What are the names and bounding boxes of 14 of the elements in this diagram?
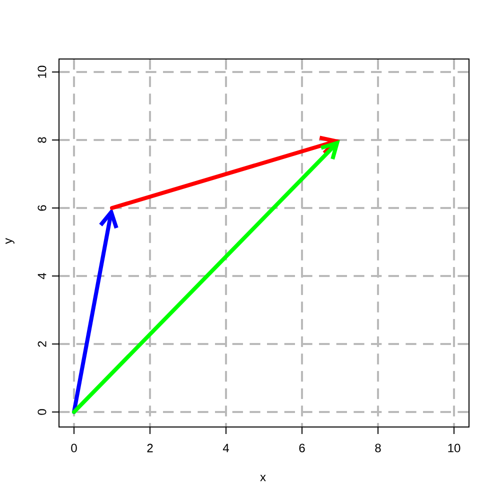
tick-label: 8: [375, 444, 381, 452]
axis-title: x: [260, 474, 266, 482]
tick-label: 4: [222, 444, 229, 452]
tick-label: 10: [448, 444, 460, 452]
tick-label: 6: [38, 205, 46, 211]
tick-label: 0: [38, 409, 46, 415]
tick-label: 6: [299, 444, 305, 452]
axis-title: y: [6, 238, 14, 244]
tick-label: 2: [38, 341, 46, 347]
tick-label: 8: [38, 137, 46, 143]
tick-label: 10: [38, 66, 46, 78]
tick-label: 2: [147, 444, 153, 452]
tick-label: 4: [38, 273, 46, 280]
tick-label: 0: [71, 444, 77, 452]
